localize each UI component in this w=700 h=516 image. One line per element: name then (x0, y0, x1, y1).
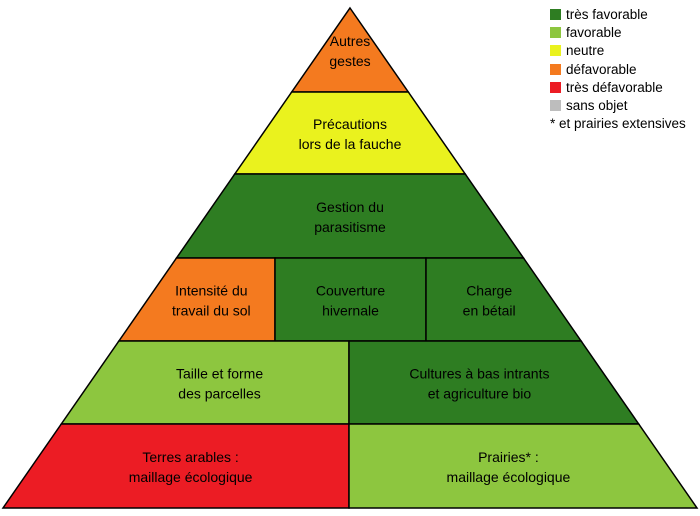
legend: très favorable favorable neutre défavorable… (550, 5, 686, 133)
legend-label: sans objet (566, 98, 628, 114)
pyramid-cell-4-0 (59, 340, 350, 425)
legend-swatch (550, 8, 561, 20)
pyramid-cell-3-0 (117, 257, 276, 342)
legend-note: * et prairies extensives (550, 115, 686, 131)
pyramid-cell-label-5-1-line1: Prairies* : (478, 449, 539, 465)
pyramid-cell-3-1 (274, 257, 427, 342)
pyramid-cell-label-3-2-line2: en bétail (463, 303, 516, 319)
pyramid-cell-4-1 (348, 340, 641, 425)
pyramid-cell-label-0-0-line1: Autres (330, 33, 370, 49)
pyramid-cell-label-0-0-line2: gestes (329, 53, 370, 69)
pyramid-cell-3-2 (425, 257, 583, 342)
pyramid-cell-label-5-1-line2: maillage écologique (447, 469, 571, 485)
pyramid-cell-label-5-0-line1: Terres arables : (142, 449, 238, 465)
legend-label: très défavorable (566, 79, 663, 95)
legend-item: favorable (550, 23, 686, 41)
legend-swatch (550, 81, 561, 93)
legend-item: très défavorable (550, 78, 686, 96)
legend-swatch (550, 26, 561, 38)
pyramid-cell-label-4-0-line1: Taille et forme (176, 366, 263, 382)
pyramid-cell-5-1 (348, 423, 699, 509)
legend-item: sans objet (550, 96, 686, 114)
pyramid-cell-label-1-0-line1: Précautions (313, 116, 387, 132)
pyramid-cell-1-0 (233, 91, 467, 175)
legend-swatch (550, 100, 561, 112)
legend-label: défavorable (566, 61, 637, 77)
legend-label: favorable (566, 24, 622, 40)
pyramid-cell-label-1-0-line2: lors de la fauche (299, 136, 402, 152)
legend-label: très favorable (566, 6, 648, 22)
pyramid-cell-5-0 (1, 423, 350, 509)
legend-swatch (550, 63, 561, 75)
pyramid-cell-label-5-0-line2: maillage écologique (129, 469, 253, 485)
legend-label: neutre (566, 43, 605, 59)
pyramid-cell-label-4-0-line2: des parcelles (178, 386, 261, 402)
pyramid-cell-label-2-0-line2: parasitisme (314, 219, 386, 235)
legend-item: neutre (550, 42, 686, 60)
pyramid-cell-2-0 (175, 173, 525, 259)
pyramid-cell-label-3-0-line1: Intensité du (175, 283, 247, 299)
pyramid-cell-0-0 (290, 6, 410, 93)
legend-item: défavorable (550, 60, 686, 78)
pyramid-cell-label-2-0-line1: Gestion du (316, 199, 384, 215)
pyramid-cell-label-3-1-line1: Couverture (316, 283, 385, 299)
legend-item: très favorable (550, 5, 686, 23)
pyramid-cell-label-4-1-line2: et agriculture bio (428, 386, 532, 402)
pyramid-cells (1, 6, 699, 509)
pyramid-cell-label-3-2-line1: Charge (466, 283, 512, 299)
pyramid-cell-label-3-1-line2: hivernale (322, 303, 379, 319)
legend-swatch (550, 45, 561, 57)
legend-items: très favorable favorable neutre défavorable… (550, 5, 686, 115)
pyramid-cell-label-3-0-line2: travail du sol (172, 303, 251, 319)
pyramid-cell-label-4-1-line1: Cultures à bas intrants (409, 366, 549, 382)
